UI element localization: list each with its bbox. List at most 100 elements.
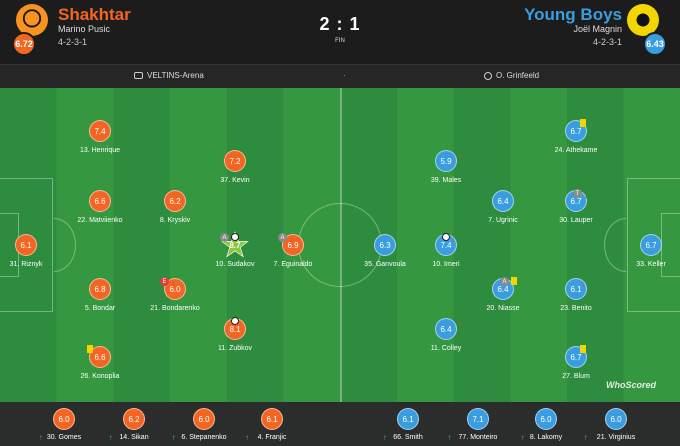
captain-badge-icon: T [573, 189, 582, 198]
player-name: 21. Bondarenko [150, 305, 200, 312]
yellow-card-icon [87, 345, 93, 353]
player-name: 30. Gomes [46, 434, 82, 441]
player-rating: 6.8 [89, 278, 111, 300]
player-rating: 6.6 [89, 190, 111, 212]
assist-badge-icon: A [220, 233, 229, 242]
player-rating: 6.1 [261, 408, 283, 430]
referee-name: O. Grinfeeld [496, 71, 540, 80]
player-name: 5. Bondar [84, 305, 116, 312]
player-name: 39. Males [430, 177, 462, 184]
whistle-icon [484, 71, 492, 80]
player-name: 22. Matviienko [77, 217, 123, 224]
subbed-on-arrow-icon: ↑ [245, 433, 249, 442]
player-bondarenko[interactable]: 6.0 21. Bondarenko E↓ [135, 277, 215, 324]
player-bondar[interactable]: 6.8 5. Bondar [60, 278, 140, 324]
player-name: 26. Konoplia [80, 373, 120, 380]
subbed-on-arrow-icon: ↑ [583, 433, 588, 442]
subbed-off-arrow-icon: ↓ [162, 191, 166, 200]
young-boys-crest-icon [627, 4, 659, 36]
subbed-on-arrow-icon: ↑ [171, 433, 176, 442]
player-rating: 6.0 [605, 408, 627, 430]
yellow-card-icon [580, 345, 586, 353]
subbed-off-arrow-icon: ↓ [584, 191, 588, 200]
sub_off_red-badge-icon: E [160, 277, 169, 286]
player-henrique[interactable]: 7.4 13. Henrique [60, 120, 140, 166]
subbed-off-arrow-icon: ↓ [171, 279, 175, 288]
player-rating: 6.3 [374, 234, 396, 256]
player-rating: 6.0 [53, 408, 75, 430]
player-name: 31. Riznyk [9, 261, 43, 268]
subbed-off-arrow-icon: ↓ [222, 151, 226, 160]
player-matviienko[interactable]: 6.6 22. Matviienko [60, 190, 140, 236]
player-kevin[interactable]: 7.2 37. Kevin ↓ [195, 150, 275, 196]
venue: VELTINS-Arena [134, 71, 204, 80]
player-name: 23. Benito [560, 305, 592, 312]
stadium-icon [134, 72, 143, 79]
player-rating: 6.2 [164, 190, 186, 212]
player-rating: 6.0 [193, 408, 215, 430]
subbed-on-arrow-icon: ↑ [38, 433, 43, 442]
player-rating: 7.4 [89, 120, 111, 142]
shakhtar-crest-icon [16, 4, 48, 36]
subbed-off-arrow-icon: ↓ [458, 319, 462, 328]
player-name: 11. Zubkov [217, 345, 253, 352]
away-team-rating: 6.43 [643, 32, 667, 56]
subbed-on-arrow-icon: ↑ [382, 433, 387, 442]
player-name: 20. Niasse [486, 305, 520, 312]
player-name: 30. Lauper [559, 217, 593, 224]
player-name: 37. Kevin [220, 177, 250, 184]
subbed-on-arrow-icon: ↑ [447, 433, 452, 442]
venue-name: VELTINS-Arena [147, 71, 204, 80]
whoscored-watermark: WhoScored [606, 380, 657, 390]
player-name: 24. Athekame [554, 147, 598, 154]
player-rating: 6.9 [282, 234, 304, 256]
match-header: 6.72 Shakhtar Marino Pusic 4-2-3-1 2 : 1… [0, 0, 680, 64]
subbed-off-arrow-icon: ↓ [451, 235, 455, 244]
substitute-gomes[interactable]: 6.0 30. Gomes↑ [24, 402, 104, 446]
yellow-card-icon [511, 277, 517, 285]
player-name: 11. Colley [430, 345, 462, 352]
player-rating: 7.4 [435, 234, 457, 256]
pitch: 7.4 13. Henrique 7.2 37. Kevin ↓ 6.6 22. Matvi… [0, 88, 680, 402]
player-name: 77. Monteiro [458, 434, 498, 441]
match-status: FIN [335, 38, 345, 44]
player-rating: 7.2 [224, 150, 246, 172]
player-rating: 6.1 [565, 278, 587, 300]
player-name: 66. Smith [393, 434, 423, 441]
player-rating: 6.2 [123, 408, 145, 430]
away-team-name[interactable]: Young Boys [524, 5, 622, 24]
player-rating: 6.7 [640, 234, 662, 256]
player-rating: 6.0 [164, 278, 186, 300]
goal-ball-icon [442, 233, 450, 241]
player-name: 10. Sudakov [215, 261, 255, 268]
info-separator: · [343, 71, 346, 80]
match-info-bar: VELTINS-Arena · O. Grinfeeld [0, 64, 680, 88]
home-team-name[interactable]: Shakhtar [58, 5, 131, 24]
home-team-rating: 6.72 [12, 32, 36, 56]
player-name: 13. Henrique [79, 147, 121, 154]
